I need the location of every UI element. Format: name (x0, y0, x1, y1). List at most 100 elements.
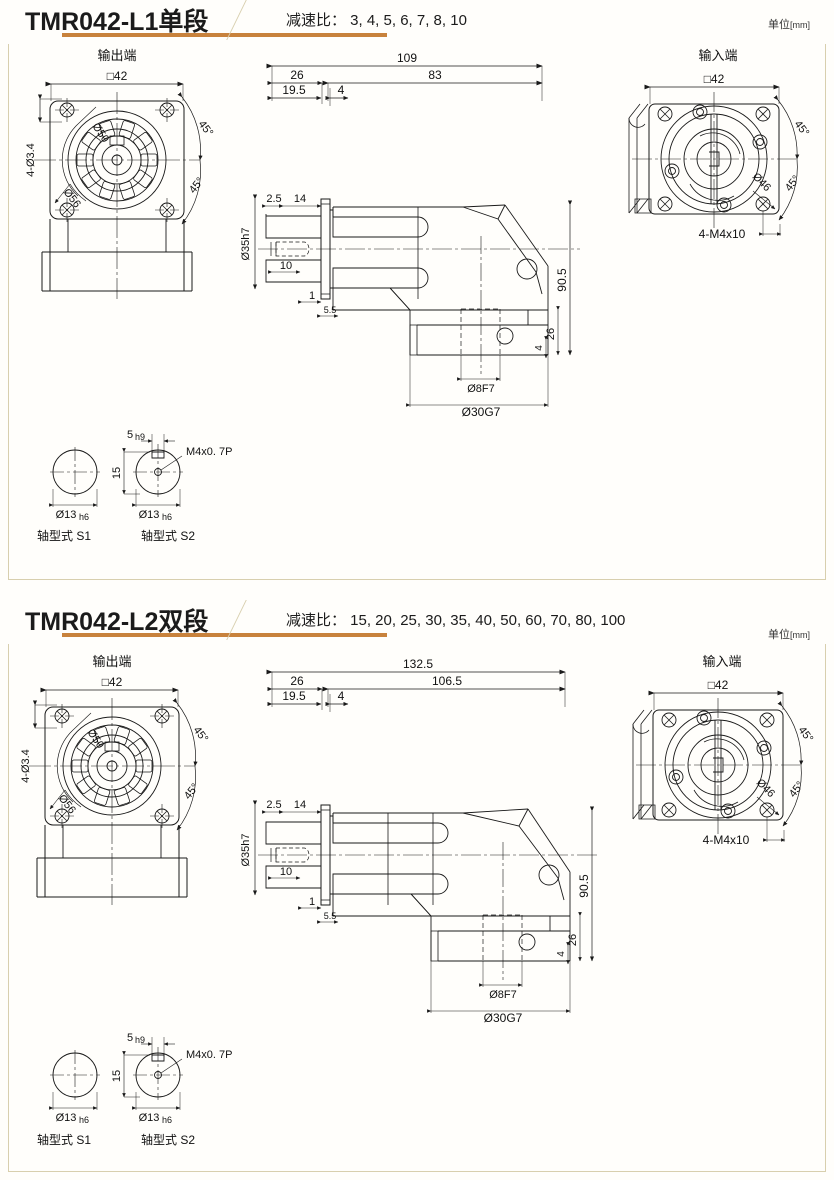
section-key10-dim: 10 (280, 866, 292, 878)
input-end-view: 输入端 (628, 48, 812, 241)
shaft-s2-caption: 轴型式 S2 (141, 528, 195, 543)
section-shaft35-dim: Ø35h7 (240, 833, 252, 866)
ratio-text: 减速比： 3, 4, 5, 6, 7, 8, 10 (286, 12, 467, 29)
section-flange-b-dim: 19.5 (282, 83, 306, 97)
shaft-s2-key-width: 5 (127, 1032, 133, 1044)
input-screws-dim: 4-M4x10 (699, 227, 746, 241)
section-height905-dim: 90.5 (555, 268, 569, 292)
unit-brackets-text: [mm] (790, 20, 810, 30)
shaft-s1-caption: 轴型式 S1 (37, 1132, 91, 1147)
panel-header: TMR042-L1单段 减速比： 3, 4, 5, 6, 7, 8, 10 单位… (0, 0, 834, 44)
section-total-length-dim: 109 (397, 51, 417, 65)
section-key25-dim: 2.5 (266, 193, 281, 205)
section-height905-dim: 90.5 (577, 874, 591, 898)
unit-label: 单位[mm] (768, 626, 810, 642)
input-angle-top: 45° (792, 118, 812, 139)
section-key25-dim: 2.5 (266, 799, 281, 811)
output-square-dim: □42 (102, 675, 123, 689)
technical-drawing-l1: 输出端 (25, 48, 812, 543)
shaft-s1-diameter: Ø13 (56, 1112, 77, 1124)
unit-brackets-text: [mm] (790, 630, 810, 640)
section-step1-dim: 1 (309, 290, 315, 302)
output-angle-bottom: 45° (187, 175, 207, 196)
output-holes-dim: 4-Ø3.4 (20, 749, 32, 783)
panel-l1: TMR042-L1单段 减速比： 3, 4, 5, 6, 7, 8, 10 单位… (0, 0, 834, 588)
title-underline-bar (62, 33, 387, 37)
section-height26-dim: 26 (545, 328, 557, 340)
bolt-hole (755, 106, 771, 122)
shaft-s2-key-tolerance: h9 (135, 1035, 145, 1045)
shaft-s1-caption: 轴型式 S1 (37, 528, 91, 543)
shaft-s2-diameter: Ø13 (139, 509, 160, 521)
shaft-s2-key-tolerance: h9 (135, 432, 145, 442)
section-step4-dim: 4 (338, 83, 345, 97)
shaft-s2-key-width: 5 (127, 429, 133, 441)
bolt-hole (759, 712, 775, 728)
unit-label-text: 单位 (768, 19, 790, 31)
section-key14-dim: 14 (294, 799, 306, 811)
shaft-s2-thread: M4x0. 7P (186, 1049, 232, 1061)
input-end-view: 输入端 (632, 654, 816, 847)
section-step55-dim: 5.5 (324, 305, 337, 315)
technical-drawing-l2: 输出端 (20, 654, 816, 1147)
bolt-hole (657, 106, 673, 122)
section-bore8-dim: Ø8F7 (489, 989, 517, 1001)
shaft-s2-diameter: Ø13 (139, 1112, 160, 1124)
output-view-title: 输出端 (92, 654, 131, 669)
shaft-detail-s1: Ø13 h6 轴型式 S1 (37, 447, 100, 543)
section-key10-dim: 10 (280, 260, 292, 272)
section-step1-dim: 1 (309, 896, 315, 908)
input-angle-top: 45° (796, 724, 816, 745)
section-key14-dim: 14 (294, 193, 306, 205)
shaft-detail-s2: 5 h9 15 M4x0. 7P Ø13 h6 轴型式 S2 (111, 429, 232, 543)
bolt-hole (661, 712, 677, 728)
input-pcd-dim: Ø46 (750, 171, 773, 194)
section-body-length-dim: 106.5 (432, 674, 462, 688)
section-shaft35-dim: Ø35h7 (240, 227, 252, 260)
section-flange-a-dim: 26 (290, 68, 304, 82)
shaft-s2-caption: 轴型式 S2 (141, 1132, 195, 1147)
section-height4-dim: 4 (556, 951, 567, 957)
section-bore30-dim: Ø30G7 (462, 405, 501, 419)
section-height26-dim: 26 (567, 934, 579, 946)
panel-l2: TMR042-L2双段 减速比： 15, 20, 25, 30, 35, 40,… (0, 600, 834, 1180)
output-end-view: 输出端 (25, 48, 215, 299)
output-angle-top: 45° (196, 118, 216, 139)
shaft-detail-s2: 5 h9 15 M4x0. 7P Ø13 h6 轴型式 S2 (111, 1032, 232, 1147)
title-underline-bar (62, 633, 387, 637)
shaft-s2-thread: M4x0. 7P (186, 446, 232, 458)
output-holes-dim: 4-Ø3.4 (25, 143, 37, 177)
input-view-title: 输入端 (698, 48, 737, 63)
section-bore30-dim: Ø30G7 (484, 1011, 523, 1025)
section-total-length-dim: 132.5 (403, 657, 433, 671)
drawing-area: 输出端 (0, 650, 834, 1180)
input-angle-bottom: 45° (787, 779, 807, 800)
section-height4-dim: 4 (534, 345, 545, 351)
output-angle-bottom: 45° (182, 781, 202, 802)
output-square-dim: □42 (107, 69, 128, 83)
unit-label-text: 单位 (768, 629, 790, 641)
ratio-text: 减速比： 15, 20, 25, 30, 35, 40, 50, 60, 70,… (286, 612, 626, 629)
output-view-title: 输出端 (97, 48, 136, 63)
panel-header: TMR042-L2双段 减速比： 15, 20, 25, 30, 35, 40,… (0, 600, 834, 644)
bolt-hole (657, 196, 673, 212)
shaft-s2-key-height: 15 (111, 1070, 123, 1082)
shaft-s2-tolerance: h6 (162, 512, 172, 522)
shaft-s2-tolerance: h6 (162, 1115, 172, 1125)
shaft-s1-tolerance: h6 (79, 512, 89, 522)
bolt-hole (661, 802, 677, 818)
section-body-length-dim: 83 (428, 68, 442, 82)
input-view-title: 输入端 (702, 654, 741, 669)
section-bore8-dim: Ø8F7 (467, 383, 495, 395)
section-flange-a-dim: 26 (290, 674, 304, 688)
drawing-area: 输出端 (0, 44, 834, 584)
input-square-dim: □42 (708, 678, 729, 692)
input-angle-bottom: 45° (783, 173, 803, 194)
output-angle-top: 45° (191, 724, 211, 745)
section-view: 132.5 106.5 26 19.5 4 Ø35h7 (240, 657, 600, 1025)
output-end-view: 输出端 (20, 654, 210, 905)
section-view: 109 83 26 19.5 4 (240, 51, 580, 419)
shaft-s2-key-height: 15 (111, 467, 123, 479)
section-step4-dim: 4 (338, 689, 345, 703)
